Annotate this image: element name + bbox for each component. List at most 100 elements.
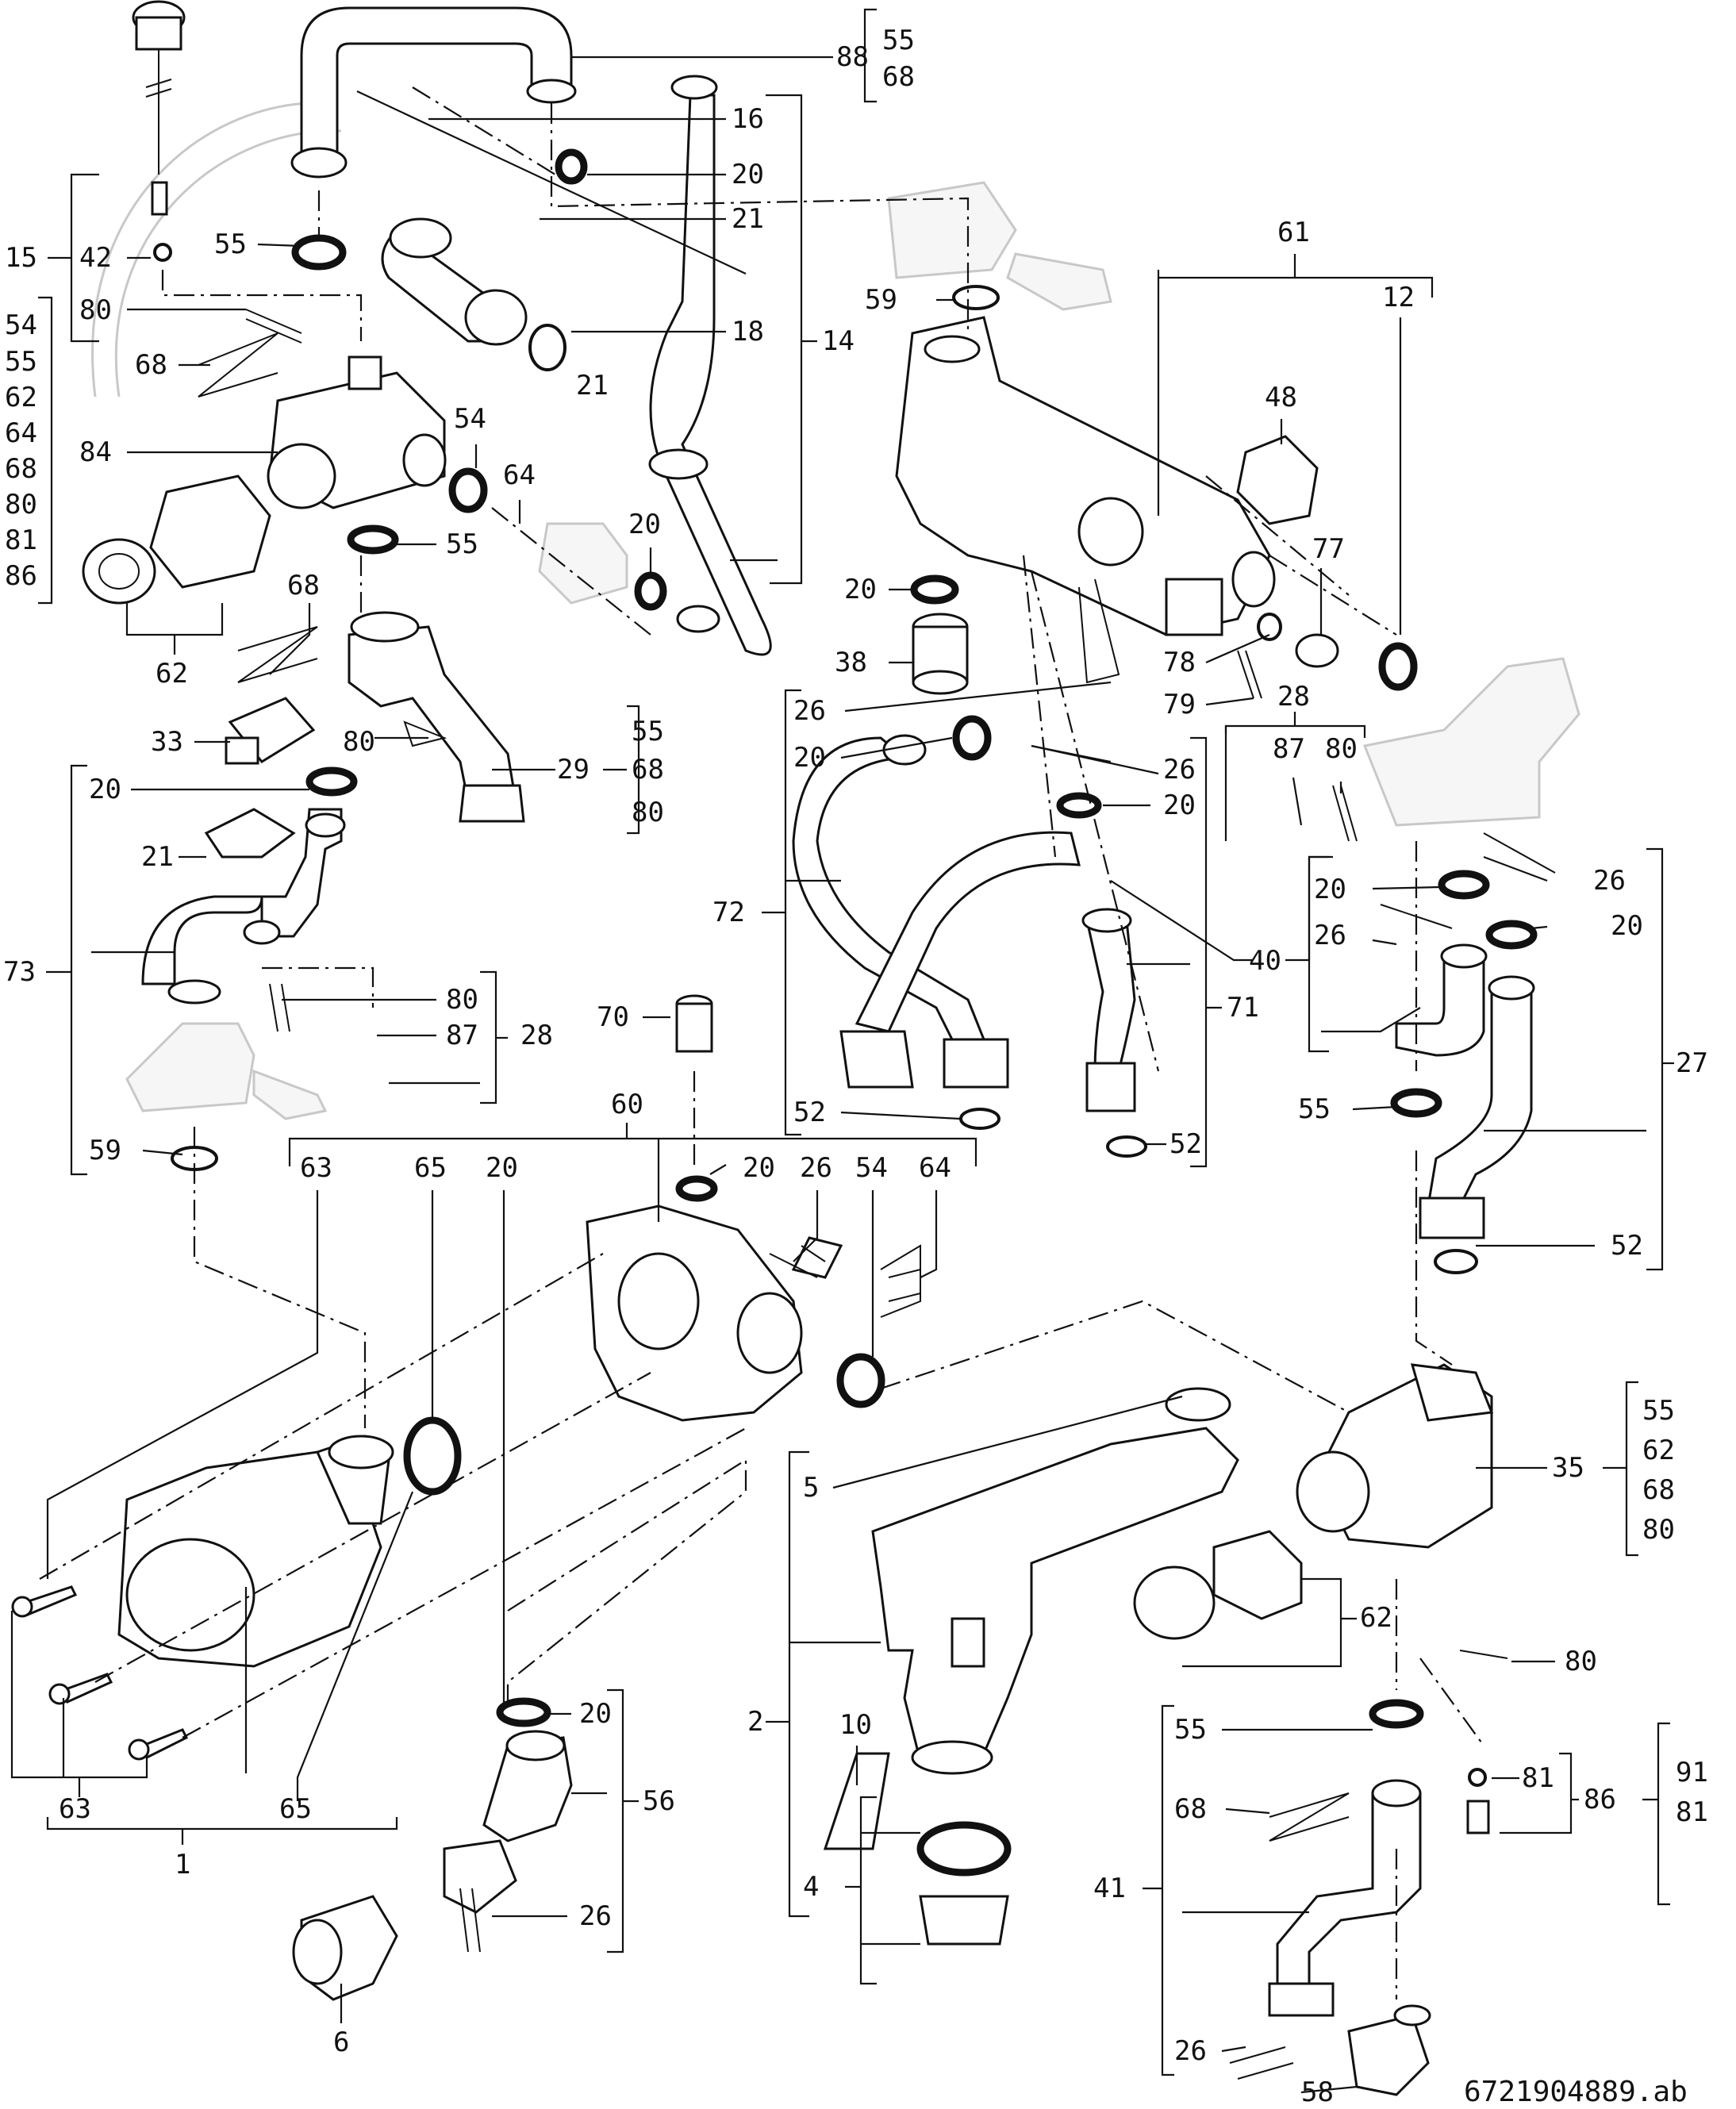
callout-1: 1 xyxy=(175,1849,190,1880)
callout-48: 48 xyxy=(1265,382,1297,413)
callout-65: 65 xyxy=(279,1793,312,1825)
callout-20: 20 xyxy=(732,159,764,190)
actuator-part xyxy=(82,474,271,605)
callout-60: 60 xyxy=(611,1089,643,1120)
callout-5: 5 xyxy=(803,1472,819,1504)
callout-80: 80 xyxy=(1565,1646,1597,1677)
pipe-73-part xyxy=(125,808,346,1171)
callout-20: 20 xyxy=(579,1698,612,1730)
plug-86-part xyxy=(1466,1800,1490,1834)
callout-18: 18 xyxy=(732,316,764,348)
callout-80: 80 xyxy=(5,489,37,521)
callout-15: 15 xyxy=(5,242,37,274)
callout-68: 68 xyxy=(135,349,167,381)
clip-part xyxy=(204,808,296,859)
callout-62: 62 xyxy=(1642,1435,1675,1466)
callout-55: 55 xyxy=(1174,1714,1207,1746)
callout-26: 26 xyxy=(793,695,826,727)
callout-20: 20 xyxy=(1314,874,1346,905)
sensor-part xyxy=(225,697,316,765)
callout-14: 14 xyxy=(822,325,855,357)
callout-52: 52 xyxy=(1611,1230,1643,1262)
callout-59: 59 xyxy=(89,1135,121,1166)
callout-65: 65 xyxy=(414,1152,447,1184)
valve-housing-part xyxy=(267,355,447,509)
callout-80: 80 xyxy=(1642,1514,1675,1546)
callout-68: 68 xyxy=(632,754,664,786)
callout-78: 78 xyxy=(1163,647,1196,678)
callout-55: 55 xyxy=(214,229,247,260)
callout-20: 20 xyxy=(89,774,121,805)
callout-4: 4 xyxy=(803,1871,819,1903)
pipe-27-part xyxy=(1395,943,1535,1239)
leader-lines xyxy=(10,8,1674,2094)
callout-33: 33 xyxy=(151,726,183,758)
flange-62-part xyxy=(1133,1530,1303,1640)
callout-62: 62 xyxy=(1360,1602,1392,1634)
callout-87: 87 xyxy=(1273,733,1305,765)
callout-54: 54 xyxy=(855,1152,888,1184)
ghost-tee xyxy=(1362,657,1580,827)
main-housing-part xyxy=(586,1204,843,1422)
callout-63: 63 xyxy=(300,1152,332,1184)
callout-55: 55 xyxy=(882,25,915,56)
screws-part xyxy=(11,1585,189,1761)
callout-56: 56 xyxy=(643,1785,675,1817)
valve-35-part xyxy=(1296,1363,1494,1549)
callout-81: 81 xyxy=(5,524,37,556)
pressure-gauge-part xyxy=(132,0,186,262)
callout-26: 26 xyxy=(800,1152,832,1184)
parts-artwork xyxy=(11,0,1580,2096)
callout-26: 26 xyxy=(1314,920,1346,951)
ghost-fitting xyxy=(538,522,628,605)
callout-62: 62 xyxy=(5,382,37,413)
tee-41-part xyxy=(1268,1779,1422,2017)
long-pipe-part xyxy=(648,75,772,656)
seal-65-part xyxy=(403,1416,462,1496)
callout-52: 52 xyxy=(793,1097,826,1128)
callout-21: 21 xyxy=(732,203,764,235)
clip-48-part xyxy=(1236,435,1319,525)
callout-21: 21 xyxy=(576,370,609,401)
callout-2: 2 xyxy=(747,1706,763,1738)
elbow-56-part xyxy=(443,1730,573,1914)
callout-79: 79 xyxy=(1163,689,1196,720)
callout-35: 35 xyxy=(1552,1452,1584,1484)
callout-91: 91 xyxy=(1676,1757,1708,1788)
callout-86: 86 xyxy=(5,560,37,592)
drain-58-part xyxy=(1347,2004,1431,2096)
seal-4-part xyxy=(916,1821,1012,1877)
callout-55: 55 xyxy=(1642,1395,1675,1427)
callout-55: 55 xyxy=(446,528,478,560)
cartridge-70-part xyxy=(675,994,713,1053)
callout-26: 26 xyxy=(579,1900,612,1932)
callout-21: 21 xyxy=(141,841,174,873)
callout-20: 20 xyxy=(844,574,877,605)
callout-20: 20 xyxy=(743,1152,775,1184)
callout-16: 16 xyxy=(732,103,764,135)
seal-81-part xyxy=(1468,1768,1487,1787)
document-id: 6721904889.ab xyxy=(1464,2076,1688,2108)
callout-64: 64 xyxy=(503,459,536,491)
callout-61: 61 xyxy=(1277,217,1310,248)
callout-27: 27 xyxy=(1676,1047,1708,1079)
tee-pipe-part xyxy=(348,611,525,823)
callout-55: 55 xyxy=(5,346,37,378)
callout-72: 72 xyxy=(712,897,745,928)
callout-68: 68 xyxy=(287,570,320,601)
callout-20: 20 xyxy=(1611,910,1643,942)
callout-41: 41 xyxy=(1093,1873,1126,1904)
callout-80: 80 xyxy=(79,294,112,326)
callout-80: 80 xyxy=(1325,733,1358,765)
callout-52: 52 xyxy=(1169,1128,1202,1160)
bracket-64-part xyxy=(880,1244,921,1318)
callout-80: 80 xyxy=(632,797,664,828)
callout-40: 40 xyxy=(1249,945,1281,977)
valve-6-part xyxy=(292,1895,398,2001)
callout-10: 10 xyxy=(839,1709,872,1741)
callout-12: 12 xyxy=(1382,282,1415,313)
callout-70: 70 xyxy=(597,1001,629,1033)
callout-55: 55 xyxy=(632,716,664,747)
